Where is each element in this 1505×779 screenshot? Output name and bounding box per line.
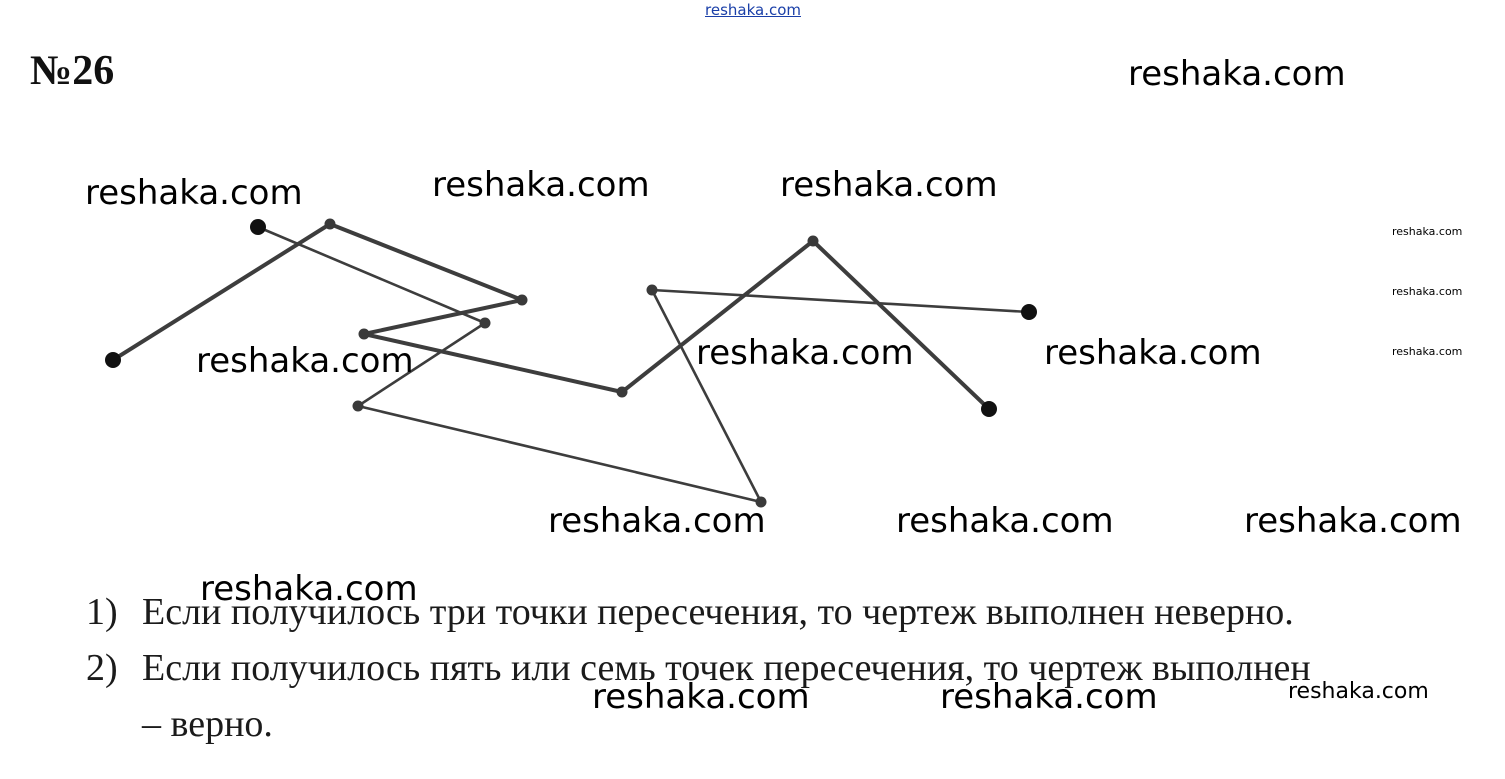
watermark: reshaka.com — [780, 165, 998, 205]
vertex-point — [516, 294, 528, 306]
statement-text: Если получилось пять или семь точек пере… — [142, 647, 1311, 689]
watermark-small: reshaka.com — [1392, 285, 1463, 298]
vertex-point — [479, 317, 491, 329]
vertex-point — [646, 284, 658, 296]
statement-number: 2) — [86, 647, 118, 689]
watermark: reshaka.com — [1244, 501, 1462, 541]
watermark: reshaka.com — [200, 569, 418, 609]
segment-JK — [356, 404, 763, 504]
figure-segments — [111, 222, 1031, 504]
watermark: reshaka.com — [1044, 333, 1262, 373]
watermark: reshaka.com — [85, 173, 303, 213]
task-number-title: №26 — [30, 48, 115, 94]
segment-FG — [811, 239, 991, 411]
vertex-point — [358, 328, 370, 340]
segment-IJ — [356, 321, 487, 408]
watermark: reshaka.com — [940, 677, 1158, 717]
segment-KL — [650, 288, 763, 504]
endpoint — [105, 352, 121, 368]
watermark: reshaka.com — [592, 677, 810, 717]
segment-DE — [362, 332, 624, 394]
watermark-small: reshaka.com — [1392, 225, 1463, 238]
watermark-small: reshaka.com — [1392, 345, 1463, 358]
segment-LM — [650, 288, 1031, 314]
figure-points — [105, 218, 1037, 508]
statement-text-continued: – верно. — [142, 703, 273, 745]
statement-2: 2) Если получилось пять или семь точек п… — [86, 646, 1486, 746]
vertex-point — [616, 386, 628, 398]
watermark: reshaka.com — [896, 501, 1114, 541]
segment-AB — [111, 222, 332, 362]
watermark: reshaka.com — [548, 501, 766, 541]
segment-EF — [620, 239, 815, 394]
vertex-point — [324, 218, 336, 230]
vertex-point — [352, 400, 364, 412]
watermark: reshaka.com — [1128, 54, 1346, 94]
endpoint — [250, 219, 266, 235]
statement-text: Если получилось три точки пересечения, т… — [142, 591, 1294, 633]
endpoint — [981, 401, 997, 417]
watermark: reshaka.com — [432, 165, 650, 205]
vertex-point — [807, 235, 819, 247]
segment-CD — [362, 298, 524, 336]
watermark: reshaka.com — [696, 333, 914, 373]
statement-number: 1) — [86, 591, 118, 633]
segment-BC — [328, 222, 524, 302]
top-watermark-link[interactable]: reshaka.com — [705, 1, 801, 19]
watermark: reshaka.com — [196, 341, 414, 381]
endpoint — [1021, 304, 1037, 320]
vertex-point — [755, 496, 767, 508]
statement-1: 1) Если получилось три точки пересечения… — [86, 590, 1486, 636]
segment-HI — [256, 225, 487, 325]
watermark: reshaka.com — [1288, 679, 1429, 704]
